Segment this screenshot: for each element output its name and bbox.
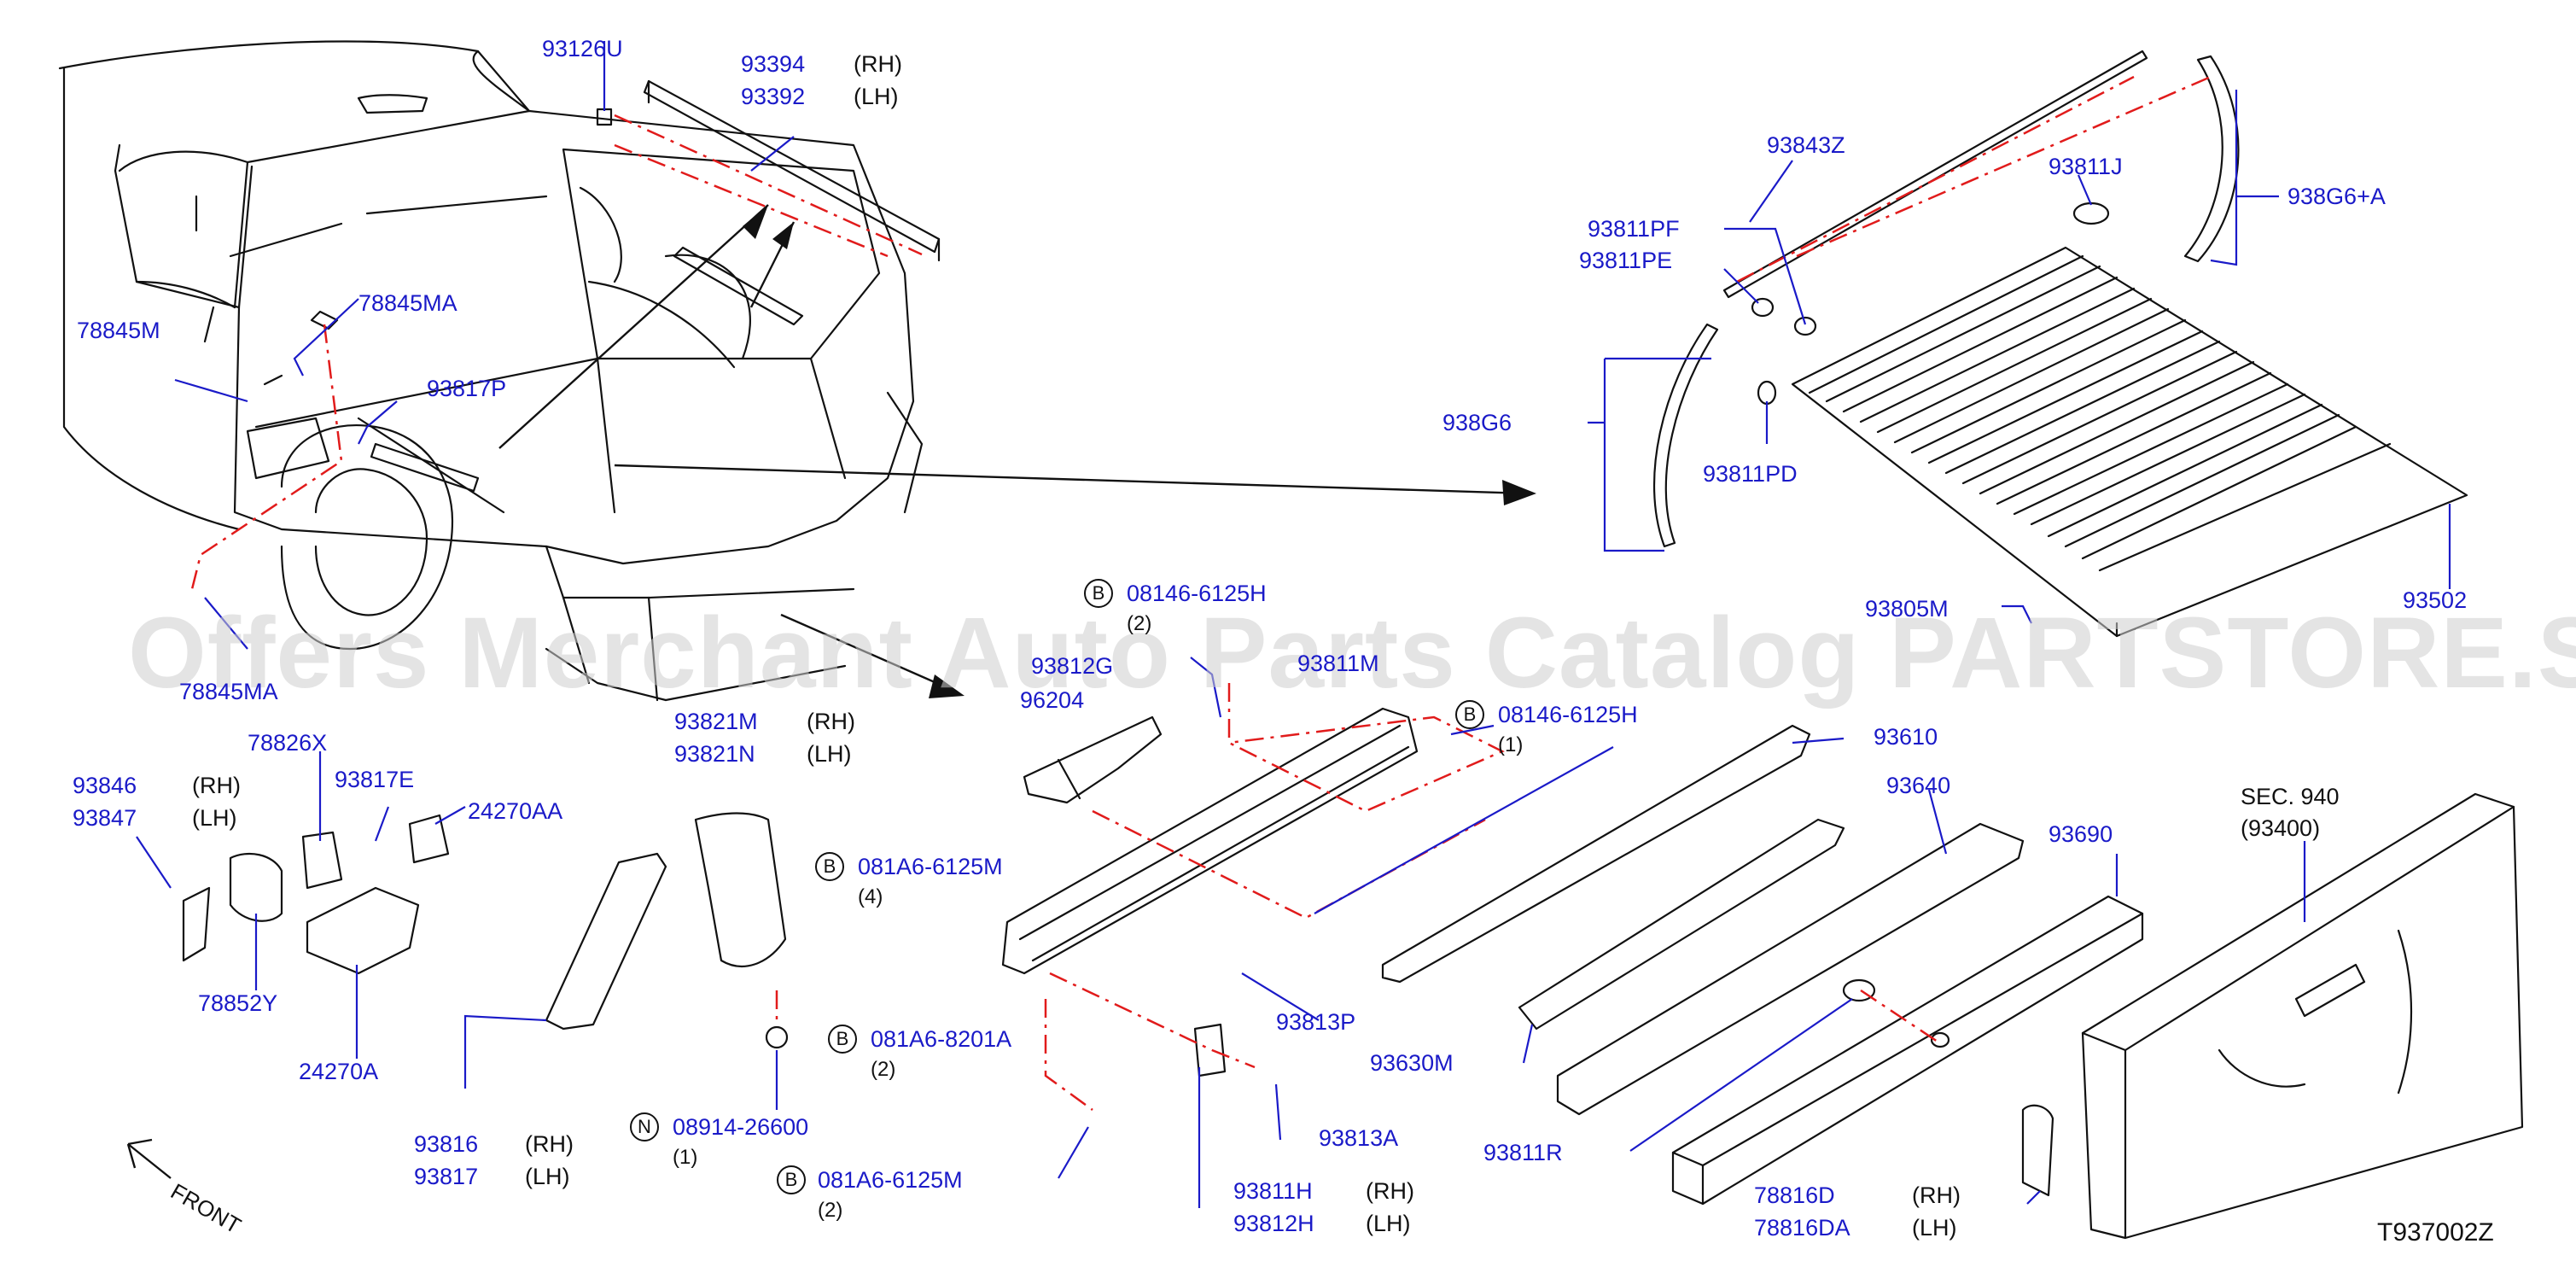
label-93394-side: (RH) <box>854 51 902 77</box>
label-78845MA-top[interactable]: 78845MA <box>358 290 458 316</box>
label-93817-side: (LH) <box>525 1164 570 1189</box>
label-93813A[interactable]: 93813A <box>1319 1125 1399 1151</box>
label-93811H-side: (RH) <box>1366 1178 1414 1204</box>
label-sec-93400: (93400) <box>2241 815 2321 841</box>
bolt-symbol-081A6-2: B <box>777 1165 806 1194</box>
label-081A6-8201A[interactable]: 081A6-8201A <box>871 1026 1012 1052</box>
label-93821N[interactable]: 93821N <box>674 741 755 767</box>
label-93813P[interactable]: 93813P <box>1276 1009 1356 1035</box>
label-93812G[interactable]: 93812G <box>1031 653 1114 679</box>
bolt-symbol-right: B <box>1455 700 1484 729</box>
bed-rail-arc <box>2183 55 2240 263</box>
rail-93610 <box>1381 724 1811 984</box>
label-93640[interactable]: 93640 <box>1886 773 1951 798</box>
part-93846 <box>182 886 211 962</box>
label-08914-26600[interactable]: 08914-26600 <box>673 1114 809 1140</box>
label-78816D-side: (RH) <box>1912 1182 1961 1208</box>
part-93821M <box>694 812 787 967</box>
part-93816 <box>545 852 667 1031</box>
label-938G6[interactable]: 938G6 <box>1442 410 1512 435</box>
rail-93630M <box>1518 818 1845 1031</box>
label-08146-6125H-right[interactable]: 08146-6125H <box>1498 702 1638 727</box>
label-081A6-6125M-2[interactable]: 081A6-6125M <box>818 1167 963 1193</box>
bolt-symbol-top: B <box>1084 579 1113 608</box>
diagram-code: T937002Z <box>2377 1218 2494 1247</box>
label-93811PD[interactable]: 93811PD <box>1703 461 1798 487</box>
label-93846[interactable]: 93846 <box>73 773 137 798</box>
nut-symbol-08914: N <box>630 1112 659 1141</box>
label-93811M[interactable]: 93811M <box>1297 651 1379 676</box>
label-93630M[interactable]: 93630M <box>1370 1050 1454 1076</box>
label-93816[interactable]: 93816 <box>414 1131 479 1157</box>
label-938G6A[interactable]: 938G6+A <box>2288 184 2386 209</box>
label-78845M[interactable]: 78845M <box>77 318 160 343</box>
label-93812H[interactable]: 93812H <box>1233 1211 1314 1236</box>
bed-floor-panel <box>1791 246 2468 638</box>
qty-08146-top: (2) <box>1127 612 1152 635</box>
label-93392-side: (LH) <box>854 84 899 109</box>
label-93847[interactable]: 93847 <box>73 805 137 831</box>
bed-molding-93843Z <box>1722 50 2148 299</box>
qty-081A6-8201: (2) <box>871 1058 896 1081</box>
label-78852Y[interactable]: 78852Y <box>198 990 278 1016</box>
label-93811PE[interactable]: 93811PE <box>1579 248 1673 273</box>
qty-081A6-4: (4) <box>858 885 883 908</box>
label-78826X[interactable]: 78826X <box>248 730 328 756</box>
label-93817E[interactable]: 93817E <box>335 767 415 792</box>
qty-08146-right: (1) <box>1498 733 1524 756</box>
part-78852Y <box>229 852 283 922</box>
label-24270AA[interactable]: 24270AA <box>468 798 563 824</box>
label-93805M[interactable]: 93805M <box>1865 596 1949 622</box>
label-93812H-side: (LH) <box>1366 1211 1411 1236</box>
label-93821N-side: (LH) <box>807 741 852 767</box>
clip-78816D <box>2021 1104 2054 1197</box>
label-93126U[interactable]: 93126U <box>542 36 623 61</box>
label-93811PF[interactable]: 93811PF <box>1588 216 1680 242</box>
label-93811J[interactable]: 93811J <box>2049 154 2123 179</box>
label-08146-6125H-top[interactable]: 08146-6125H <box>1127 581 1267 606</box>
qty-081A6-2: (2) <box>818 1199 843 1222</box>
crossmember-93811M <box>1001 707 1419 975</box>
tailgate <box>2081 792 2524 1240</box>
label-93817[interactable]: 93817 <box>414 1164 479 1189</box>
label-93502[interactable]: 93502 <box>2403 587 2468 613</box>
part-24270AA <box>408 814 450 864</box>
label-93817P[interactable]: 93817P <box>427 376 507 401</box>
label-93811H[interactable]: 93811H <box>1233 1178 1313 1204</box>
member-93690 <box>1671 895 2144 1206</box>
part-78826X <box>301 831 343 890</box>
part-24270A <box>306 886 420 975</box>
label-93821M-side: (RH) <box>807 709 855 734</box>
label-93816-side: (RH) <box>525 1131 574 1157</box>
label-93811R[interactable]: 93811R <box>1483 1140 1563 1165</box>
qty-08914: (1) <box>673 1146 698 1169</box>
label-93843Z[interactable]: 93843Z <box>1767 132 1845 158</box>
label-24270A[interactable]: 24270A <box>299 1059 379 1084</box>
bolt-symbol-081A6-8201: B <box>828 1025 857 1054</box>
label-sec-940[interactable]: SEC. 940 <box>2241 784 2340 809</box>
bracket-96204 <box>1023 715 1163 804</box>
label-93610[interactable]: 93610 <box>1874 724 1938 750</box>
rail-93640 <box>1556 822 2025 1116</box>
label-93847-side: (LH) <box>192 805 237 831</box>
label-93392[interactable]: 93392 <box>741 84 806 109</box>
truck-illustration <box>58 40 924 702</box>
label-96204[interactable]: 96204 <box>1020 687 1085 713</box>
watermark: Offers Merchant Auto Parts Catalog PARTS… <box>128 597 2576 709</box>
label-081A6-6125M-4[interactable]: 081A6-6125M <box>858 854 1003 879</box>
label-78845MA-bottom[interactable]: 78845MA <box>179 679 278 704</box>
bolt-symbol-081A6-4: B <box>815 852 844 881</box>
label-93394[interactable]: 93394 <box>741 51 806 77</box>
bed-rail-left <box>1652 323 1719 548</box>
label-78816DA-side: (LH) <box>1912 1215 1957 1241</box>
label-93846-side: (RH) <box>192 773 241 798</box>
label-78816D[interactable]: 78816D <box>1754 1182 1835 1208</box>
label-93690[interactable]: 93690 <box>2049 821 2113 847</box>
label-93821M[interactable]: 93821M <box>674 709 758 734</box>
label-78816DA[interactable]: 78816DA <box>1754 1215 1850 1241</box>
